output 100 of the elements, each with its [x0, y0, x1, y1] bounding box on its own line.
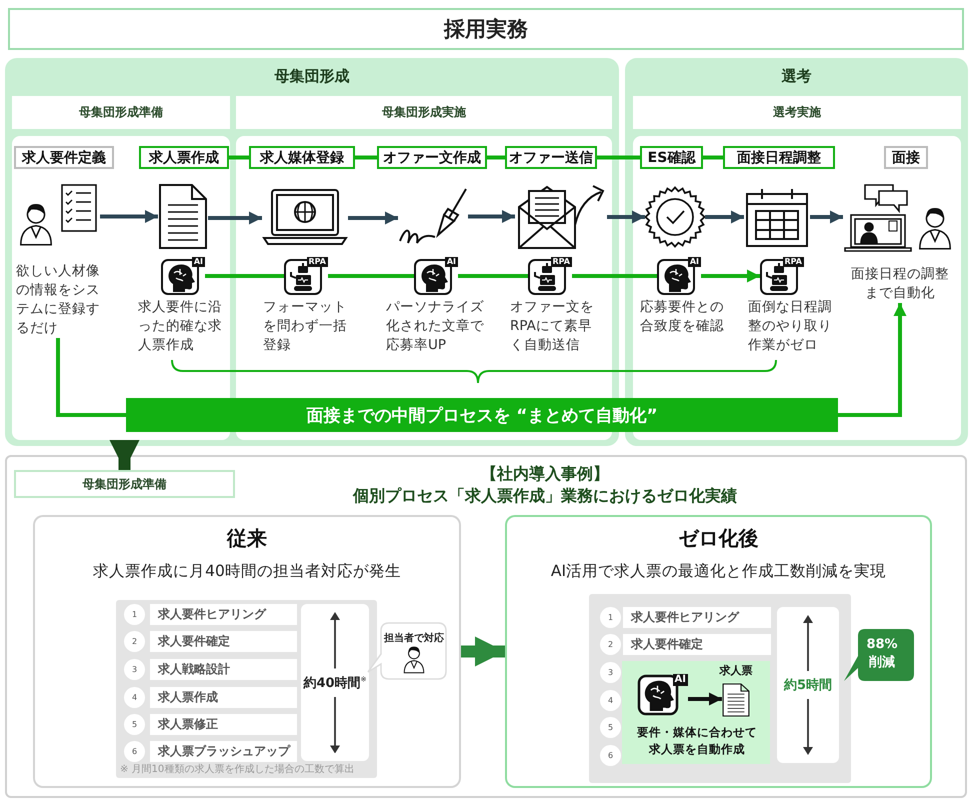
section-heading: 【社内導入事例】: [481, 463, 609, 485]
arrow: [468, 210, 515, 223]
step-label-box: 面接: [884, 146, 928, 169]
panel-heading: 母集団形成: [274, 67, 350, 86]
tool-badge: [161, 256, 205, 296]
tool-badge: [657, 256, 701, 296]
arrow: [701, 270, 760, 282]
reduction-bubble: [843, 628, 915, 682]
banner: 面接までの中間プロセスを “まとめて自動化”: [126, 398, 838, 432]
footnote: ※ 月間10種類の求人票を作成した場合の工数で算出: [120, 764, 356, 776]
step-label-box: 求人要件定義: [14, 146, 114, 169]
step-number: 4: [600, 690, 621, 711]
bubble-text: 担当者で対応: [382, 631, 445, 645]
task-bar: 求人要件ヒアリング: [150, 604, 297, 625]
column-header: 母集団形成実施: [236, 96, 612, 129]
badge-label: AI: [672, 674, 688, 686]
card-title: ゼロ化後: [678, 525, 760, 552]
arrow: [100, 210, 158, 223]
step-number: 6: [600, 745, 621, 766]
badge-label: RPA: [782, 257, 804, 267]
section-heading: 個別プロセス「求人票作成」業務におけるゼロ化実績: [353, 485, 737, 507]
step-description: フォーマットを問わず一括登録: [263, 298, 348, 355]
duration-label: 約40時間$^{※}$: [302, 674, 368, 692]
step-description: 欲しい人材像の情報をシステムに登録するだけ: [16, 262, 100, 338]
ai-badge: [638, 673, 688, 715]
calendar-icon: [744, 186, 810, 248]
task-bar: 求人要件確定: [150, 631, 297, 652]
page-title: 採用実務: [8, 8, 964, 50]
badge-label: AI: [444, 257, 458, 267]
task-bar: 求人票作成: [150, 687, 297, 708]
duration-box: [301, 604, 369, 761]
step-label-box: 求人票作成: [139, 146, 229, 169]
step-description: オファー文をRPAにて素早く自動送信: [510, 298, 595, 355]
connector-line: [328, 274, 414, 278]
document-icon: [158, 183, 208, 250]
section-panel: [5, 455, 967, 798]
connector-line: [229, 156, 249, 160]
arrow: [110, 440, 140, 470]
step-description: 応募要件との合致度を確認: [640, 298, 725, 336]
connector-line: [205, 274, 284, 278]
envelope-icon: [515, 183, 607, 250]
step-number: 6: [124, 741, 145, 762]
laptop-globe-icon: [262, 188, 348, 248]
speech-bubble: [367, 622, 447, 680]
tool-badge: [284, 256, 328, 296]
icon-caption: 求人票: [718, 663, 754, 679]
step-number: 3: [600, 662, 621, 683]
automation-panel: [622, 661, 770, 764]
arrow: [348, 212, 398, 224]
check-seal-icon: [645, 186, 705, 248]
arrow: [705, 210, 744, 224]
column-header: 母集団形成準備: [12, 96, 230, 129]
connector-line: [458, 274, 528, 278]
phase-tag: 母集団形成準備: [14, 470, 235, 498]
task-bar: 求人票修正: [150, 714, 297, 735]
badge-label: RPA: [306, 257, 328, 267]
task-list-panel: [589, 594, 851, 783]
step-number: 5: [124, 714, 145, 735]
arrow: [208, 212, 262, 224]
step-description: パーソナライズ化された文章で応募率UP: [386, 298, 485, 355]
connector-line: [355, 156, 377, 160]
comparison-card: [33, 515, 461, 788]
tool-badge: [414, 256, 458, 296]
connector-line: [597, 156, 640, 160]
column-header: 選考実施: [633, 96, 961, 129]
card-subtitle: AI活用で求人票の最適化と作成工数削減を実現: [550, 561, 888, 582]
reduction-text: 88%削減: [865, 636, 899, 672]
comparison-card: [505, 515, 932, 788]
card-title: 従来: [226, 525, 268, 552]
connector-line: [487, 156, 505, 160]
step-number: 5: [600, 717, 621, 738]
task-bar: 求人要件ヒアリング: [623, 607, 771, 628]
step-label-box: 求人媒体登録: [249, 146, 355, 169]
arrow: [461, 636, 505, 666]
badge-label: AI: [688, 257, 701, 267]
step-description: 面倒な日程調整のやり取り作業がゼロ: [748, 298, 833, 355]
step-number: 1: [124, 604, 145, 625]
task-bar: 求人票ブラッシュアップ: [150, 741, 297, 762]
step-label-box: オファー送信: [505, 146, 597, 169]
step-description: 求人要件に沿った的確な求人票作成: [138, 298, 223, 355]
arrow: [838, 303, 906, 417]
step-label-box: ES確認: [640, 146, 703, 169]
duration-label: 約5時間: [782, 677, 834, 694]
step-label-box: オファー文作成: [377, 146, 487, 169]
arrow: [607, 210, 645, 224]
connector-line: [703, 156, 723, 160]
automation-text: 要件・媒体に合わせて求人票を自動作成: [636, 724, 758, 758]
task-bar: 求人要件確定: [623, 634, 771, 655]
arrow: [688, 692, 722, 706]
tool-badge: [760, 256, 804, 296]
connector-line: [56, 338, 126, 417]
duration-box: [777, 607, 839, 763]
badge-label: AI: [192, 257, 205, 267]
step-number: 2: [600, 634, 621, 655]
arrow: [810, 210, 843, 224]
panel-heading: 選考: [780, 67, 812, 86]
task-list-panel: [116, 600, 377, 778]
badge-label: RPA: [550, 257, 572, 267]
step-number: 2: [124, 631, 145, 652]
step-number: 4: [124, 687, 145, 708]
